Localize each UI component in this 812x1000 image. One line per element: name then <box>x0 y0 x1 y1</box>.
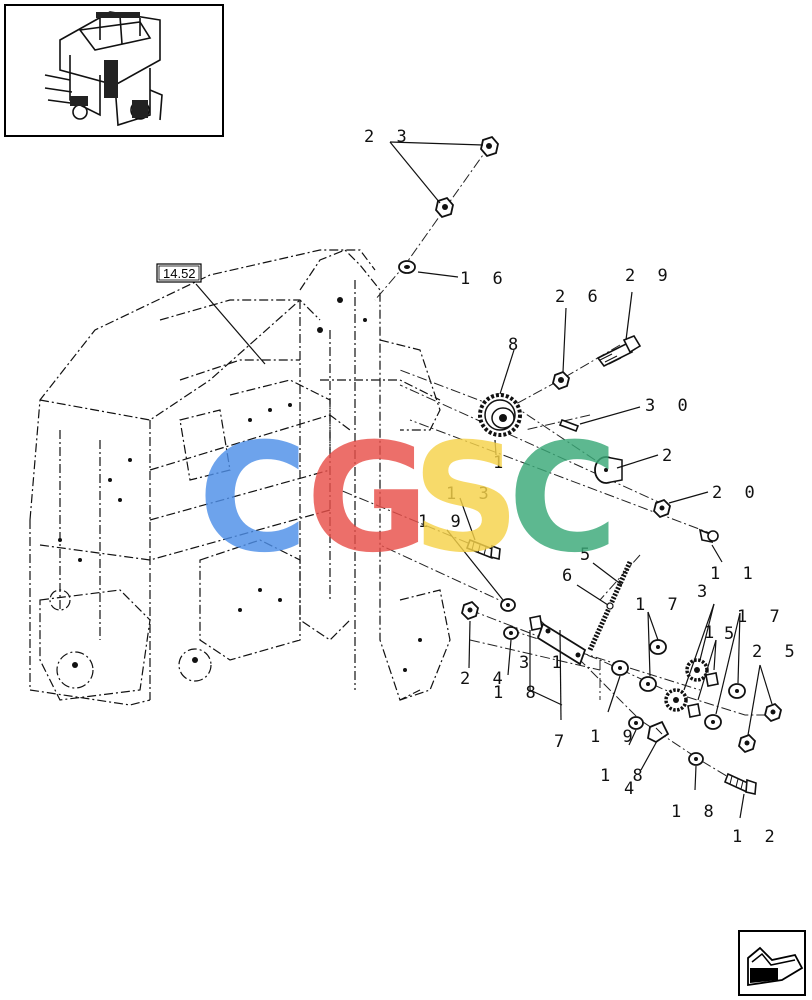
reference-box[interactable]: 14.52 <box>156 263 202 283</box>
watermark-letter-g: G <box>306 412 429 586</box>
bolt-11[interactable] <box>698 528 719 544</box>
callout-18b[interactable]: 1 8 <box>600 766 649 786</box>
callout-13[interactable]: 1 3 <box>446 484 495 504</box>
washer-17c[interactable] <box>728 683 746 699</box>
idler-sprocket-3b[interactable] <box>664 688 688 712</box>
callout-2[interactable]: 2 <box>662 446 678 466</box>
nut-26[interactable] <box>552 370 570 391</box>
tensioner-arm-7[interactable] <box>536 622 587 666</box>
callout-25[interactable]: 2 5 <box>752 642 801 662</box>
watermark: C G S C <box>198 412 618 586</box>
callout-16[interactable]: 1 6 <box>460 269 509 289</box>
hub-2[interactable] <box>594 456 623 484</box>
nut-25a[interactable] <box>764 702 782 723</box>
nut-20[interactable] <box>653 498 671 519</box>
idler-sprocket-3a[interactable] <box>685 658 709 682</box>
washer-18b[interactable] <box>628 716 644 730</box>
nut-25b[interactable] <box>738 733 756 754</box>
callout-31[interactable]: 3 1 <box>519 653 568 673</box>
bushing-31[interactable] <box>529 615 543 631</box>
lock-nut-23a[interactable] <box>480 135 499 158</box>
leader-lines <box>195 141 773 819</box>
frame-bolt-holes <box>58 297 422 672</box>
callout-3[interactable]: 3 <box>697 582 713 602</box>
callout-labels: 2 3 1 6 2 6 2 9 8 3 0 2 1 2 0 1 3 1 9 1 … <box>364 127 801 847</box>
callout-5b[interactable]: 5 <box>724 624 740 644</box>
washer-17a[interactable] <box>649 639 667 655</box>
washer-19a[interactable] <box>500 598 516 612</box>
callout-26[interactable]: 2 6 <box>555 287 604 307</box>
reference-label: 14.52 <box>163 266 196 281</box>
block-4[interactable] <box>646 720 670 744</box>
callout-12[interactable]: 1 2 <box>732 827 781 847</box>
callout-20[interactable]: 2 0 <box>712 483 761 503</box>
nut-24[interactable] <box>461 600 479 621</box>
callout-19a[interactable]: 1 9 <box>418 512 467 532</box>
callout-7[interactable]: 7 <box>554 732 570 752</box>
callout-17a[interactable]: 1 7 <box>635 595 684 615</box>
washer-17d[interactable] <box>704 714 722 730</box>
watermark-letter-c2: C <box>508 412 618 586</box>
key-30[interactable] <box>558 418 580 433</box>
callout-4[interactable]: 4 <box>624 779 640 799</box>
baler-thumbnail-icon[interactable] <box>4 4 224 137</box>
bolt-29[interactable] <box>596 335 642 368</box>
washer-16[interactable] <box>398 260 416 274</box>
washer-18a[interactable] <box>503 626 519 640</box>
spring-5[interactable] <box>587 560 633 652</box>
callout-5a[interactable]: 5 <box>580 545 596 565</box>
callout-30[interactable]: 3 0 <box>645 396 694 416</box>
callout-17b[interactable]: 1 7 <box>737 607 786 627</box>
bolt-13[interactable] <box>465 538 501 561</box>
watermark-letter-s: S <box>412 412 520 586</box>
callout-19b[interactable]: 1 9 <box>590 727 639 747</box>
callout-18c[interactable]: 1 8 <box>671 802 720 822</box>
watermark-letter-c1: C <box>198 412 308 586</box>
sprocket-8[interactable] <box>478 393 522 437</box>
callout-24[interactable]: 2 4 <box>460 669 509 689</box>
callout-1a[interactable]: 1 <box>493 453 509 473</box>
callout-18a[interactable]: 1 8 <box>493 683 542 703</box>
washer-17b[interactable] <box>639 676 657 692</box>
callout-6[interactable]: 6 <box>562 566 578 586</box>
callout-1b[interactable]: 1 <box>704 623 720 643</box>
spacer-15b[interactable] <box>687 703 701 718</box>
callout-11[interactable]: 1 1 <box>710 564 759 584</box>
callout-29[interactable]: 2 9 <box>625 266 674 286</box>
spacer-15a[interactable] <box>705 672 719 687</box>
next-page-arrow-icon[interactable] <box>738 930 806 996</box>
washer-18c[interactable] <box>688 752 704 766</box>
callout-8[interactable]: 8 <box>508 335 524 355</box>
callout-23[interactable]: 2 3 <box>364 127 413 147</box>
machine-frame-outline <box>29 249 451 706</box>
washer-19b[interactable] <box>611 660 629 676</box>
bolt-12[interactable] <box>723 772 757 795</box>
